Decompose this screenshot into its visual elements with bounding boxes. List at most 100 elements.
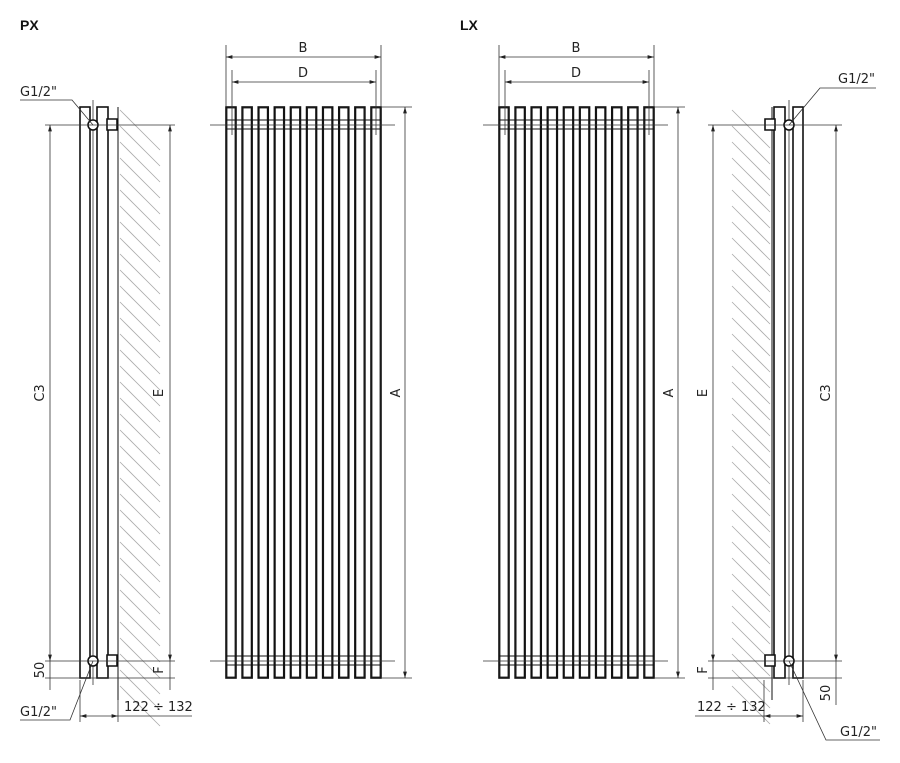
wall-hatch <box>731 109 771 149</box>
radiator-tube <box>578 106 591 679</box>
wall-hatch <box>119 477 161 519</box>
dim-50: 50 <box>819 685 834 702</box>
tube-inner <box>339 107 349 678</box>
radiator-tube <box>498 106 510 679</box>
radiator-tube <box>354 106 366 679</box>
connection-label-top: G1/2" <box>20 85 57 100</box>
wall-hatch <box>119 461 161 503</box>
wall-hatch <box>731 413 771 453</box>
radiator-tube <box>610 106 623 679</box>
wall-hatch <box>119 413 161 455</box>
wall-hatch <box>119 157 161 199</box>
wall-hatch <box>119 493 161 535</box>
wall-hatch <box>731 605 771 645</box>
wall-hatch <box>119 317 161 359</box>
radiator-tube <box>337 106 350 679</box>
wall-hatch <box>119 429 161 471</box>
connection-label-top: G1/2" <box>838 72 875 87</box>
dim-f: F <box>152 666 167 673</box>
wall-hatch <box>119 589 161 631</box>
tube-back <box>773 106 786 679</box>
wall-hatch <box>731 621 771 661</box>
radiator-tube <box>257 106 270 679</box>
valve-icon <box>106 118 118 131</box>
dim-b: B <box>572 41 581 56</box>
dim-a: A <box>389 388 404 397</box>
dim-d: D <box>298 66 308 81</box>
tube-inner <box>515 107 525 678</box>
wall-hatch <box>731 397 771 437</box>
wall-hatch <box>731 285 771 325</box>
connection-label-bottom: G1/2" <box>840 725 877 740</box>
lx-front-view: B D A <box>483 41 685 679</box>
wall-hatch <box>119 525 161 567</box>
px-front-view: B D A <box>210 41 412 679</box>
dim-e: E <box>152 389 167 397</box>
radiator-tube <box>514 106 526 679</box>
wall-hatch <box>119 621 161 663</box>
tube-inner <box>580 107 589 678</box>
wall-hatch <box>119 237 161 279</box>
dim-f: F <box>696 666 711 673</box>
wall-hatch <box>731 461 771 501</box>
wall-hatch <box>119 109 161 151</box>
wall-hatch <box>119 205 161 247</box>
radiator-tube <box>643 106 655 679</box>
radiator-tube <box>241 106 253 679</box>
wall-hatch <box>731 429 771 469</box>
wall-hatch <box>731 541 771 581</box>
radiator-tube <box>289 106 302 679</box>
wall-hatch <box>731 189 771 229</box>
wall-hatch <box>731 221 771 261</box>
radiator-tube <box>305 106 318 679</box>
wall-hatch <box>119 285 161 327</box>
wall-hatch <box>731 637 771 677</box>
radiator-tube <box>594 106 607 679</box>
wall-hatch <box>119 557 161 599</box>
wall-hatch <box>119 301 161 343</box>
tube-inner <box>258 107 268 678</box>
wall-hatch <box>119 573 161 615</box>
wall-hatch <box>119 541 161 583</box>
wall-hatch <box>119 125 161 167</box>
wall-hatch <box>731 269 771 309</box>
wall-hatch <box>731 525 771 565</box>
wall-hatch <box>731 493 771 533</box>
dim-d: D <box>571 66 581 81</box>
wall-hatch <box>119 221 161 263</box>
wall-hatch <box>731 445 771 485</box>
wall-hatch <box>731 381 771 421</box>
wall-hatch <box>731 141 771 181</box>
dim-b: B <box>299 41 308 56</box>
tube-back <box>96 106 109 679</box>
radiator-tube <box>562 106 575 679</box>
wall-hatch <box>731 557 771 597</box>
wall-hatch <box>119 333 161 375</box>
wall-hatch <box>731 253 771 293</box>
wall-hatch <box>731 333 771 373</box>
tube-inner <box>612 107 622 678</box>
tube-inner <box>547 107 557 678</box>
tube-inner <box>307 107 316 678</box>
lx-title: LX <box>460 17 479 33</box>
radiator-tube <box>370 106 382 679</box>
radiator-tube <box>273 106 286 679</box>
wall-hatch <box>731 205 771 245</box>
dim-c3: C3 <box>33 384 48 401</box>
connection-label-bottom: G1/2" <box>20 705 57 720</box>
wall-hatch <box>731 317 771 357</box>
tube-inner <box>226 107 236 678</box>
wall-hatch <box>119 349 161 391</box>
wall-hatch <box>119 669 161 711</box>
radiator-tube <box>225 106 237 679</box>
tube-inner <box>274 107 284 678</box>
tube-inner <box>323 107 333 678</box>
wall-hatch <box>731 365 771 405</box>
wall-hatch <box>119 365 161 407</box>
radiator-tube <box>530 106 543 679</box>
tube-inner <box>628 107 638 678</box>
radiator-tube <box>627 106 639 679</box>
radiator-tube <box>546 106 559 679</box>
wall-hatch <box>731 589 771 629</box>
dim-e: E <box>696 389 711 397</box>
